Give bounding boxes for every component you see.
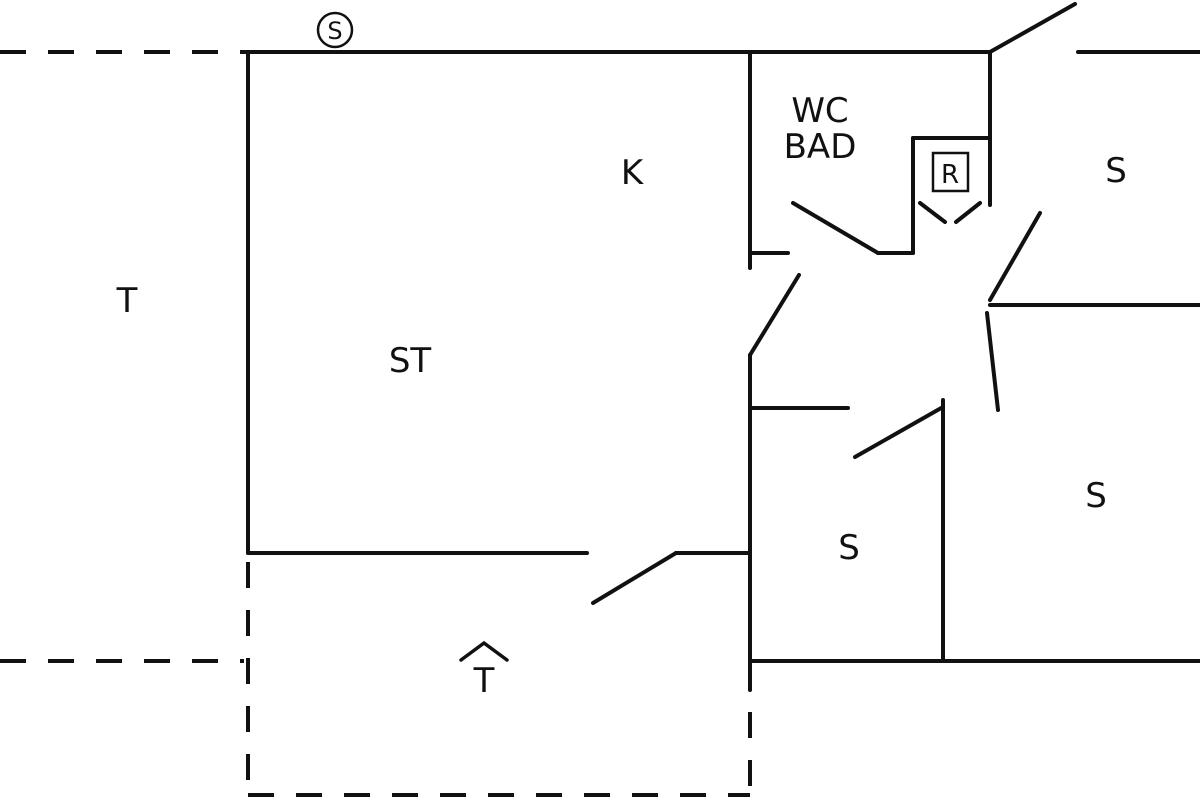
bedroom-small-label: S — [838, 528, 860, 568]
terrace-left-label: T — [116, 281, 138, 321]
shaft-symbol — [316, 11, 354, 49]
bedroom-right-door — [985, 311, 1000, 412]
wc-label: WC — [791, 91, 848, 131]
closet-door-right — [954, 201, 982, 224]
entrance-door — [988, 2, 1077, 54]
doors — [591, 2, 1077, 605]
terrace-door — [591, 551, 678, 605]
roof-icon — [459, 640, 509, 662]
bath-label: BAD — [784, 127, 857, 167]
living-label: ST — [389, 341, 432, 381]
bedroom-top-door — [988, 211, 1042, 302]
bedroom-top-right-label: S — [1105, 151, 1127, 191]
bedroom-right-label: S — [1085, 476, 1107, 516]
closet-box — [931, 151, 970, 193]
covered-terrace-label: T — [473, 661, 495, 701]
bath-door — [791, 201, 880, 255]
kitchen-label: K — [621, 153, 645, 193]
living-door — [748, 273, 801, 357]
walls — [246, 50, 1200, 692]
outdoor-outlines — [0, 50, 752, 797]
closet-door-left — [918, 201, 947, 224]
closet-label: R — [941, 160, 959, 190]
shaft-label: S — [327, 17, 342, 45]
small-bedroom-door — [853, 405, 945, 459]
